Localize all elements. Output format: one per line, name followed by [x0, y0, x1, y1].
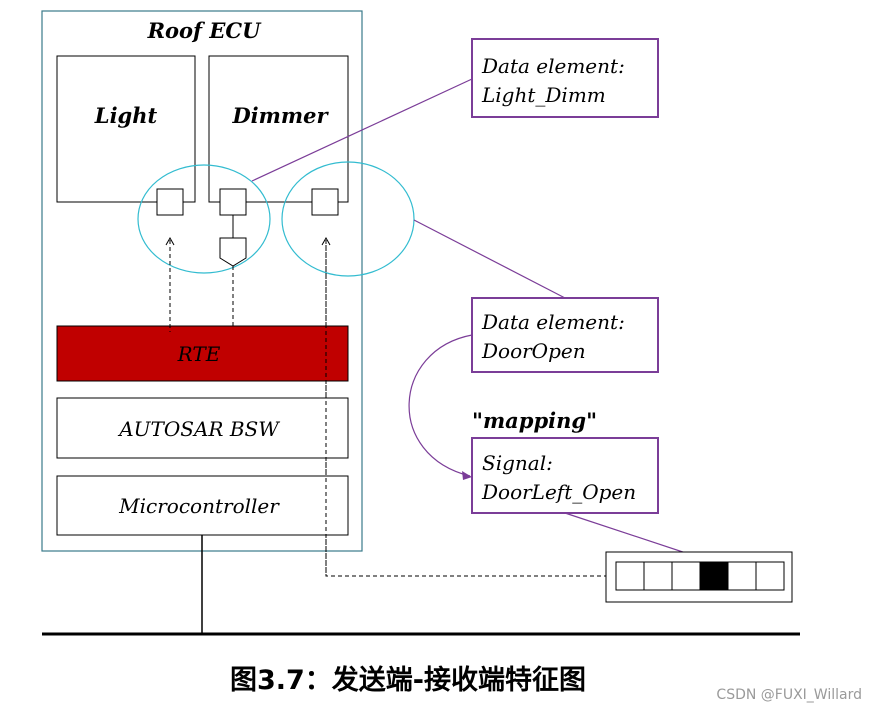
rte-label: RTE: [177, 342, 221, 366]
light-component-box: [56, 55, 196, 203]
signal-line1: Signal:: [482, 451, 553, 475]
light-dimm-annotation-line: [251, 78, 473, 182]
signal-frame-cell: [615, 561, 645, 591]
bsw-layer: [56, 397, 349, 459]
dimmer-component-label: Dimmer: [231, 103, 329, 128]
mapping-curve-arrow: [408, 334, 473, 477]
light-component-label: Light: [94, 103, 158, 128]
data-element-door-open-box: [471, 297, 659, 373]
bsw-label: AUTOSAR BSW: [117, 417, 280, 441]
signal-box: [471, 437, 659, 514]
light-port-arrowhead: [165, 236, 175, 246]
data-element-light-dimm-box: [471, 38, 659, 118]
door-port-arrowhead: [321, 236, 331, 246]
data-element-light-dimm-line1: Data element:: [481, 54, 625, 78]
signal-frame-cells: [615, 561, 785, 591]
microcontroller-layer: [56, 475, 349, 536]
data-element-light-dimm-line2: Light_Dimm: [481, 83, 606, 107]
dimmer-receiver-port: [311, 188, 339, 216]
watermark: CSDN @FUXI_Willard: [716, 687, 862, 703]
roof-ecu-title: Roof ECU: [147, 18, 263, 43]
light-receiver-port: [156, 188, 184, 216]
dimmer-sender-port: [219, 188, 247, 216]
data-element-door-open-line2: DoorOpen: [481, 339, 586, 363]
mapping-arrowhead: [462, 471, 472, 480]
dimmer-component-box: [208, 55, 349, 203]
data-element-door-open-line1: Data element:: [481, 310, 625, 334]
signal-frame-cell: [727, 561, 757, 591]
door-port-highlight-ellipse: [281, 161, 415, 277]
signal-frame-cell-filled: [699, 561, 729, 591]
signal-line2: DoorLeft_Open: [481, 480, 636, 504]
signal-frame-cell: [643, 561, 673, 591]
door-open-annotation-line: [413, 219, 566, 299]
mapping-label: "mapping": [472, 408, 597, 433]
dimm-port-highlight-ellipse: [137, 164, 271, 274]
signal-frame-cell: [755, 561, 785, 591]
signal-frame-cell: [671, 561, 701, 591]
rte-layer: [56, 325, 349, 382]
microcontroller-label: Microcontroller: [118, 494, 280, 518]
sender-interface-shape: [219, 237, 247, 267]
figure-caption: 图3.7：发送端-接收端特征图: [230, 664, 586, 696]
